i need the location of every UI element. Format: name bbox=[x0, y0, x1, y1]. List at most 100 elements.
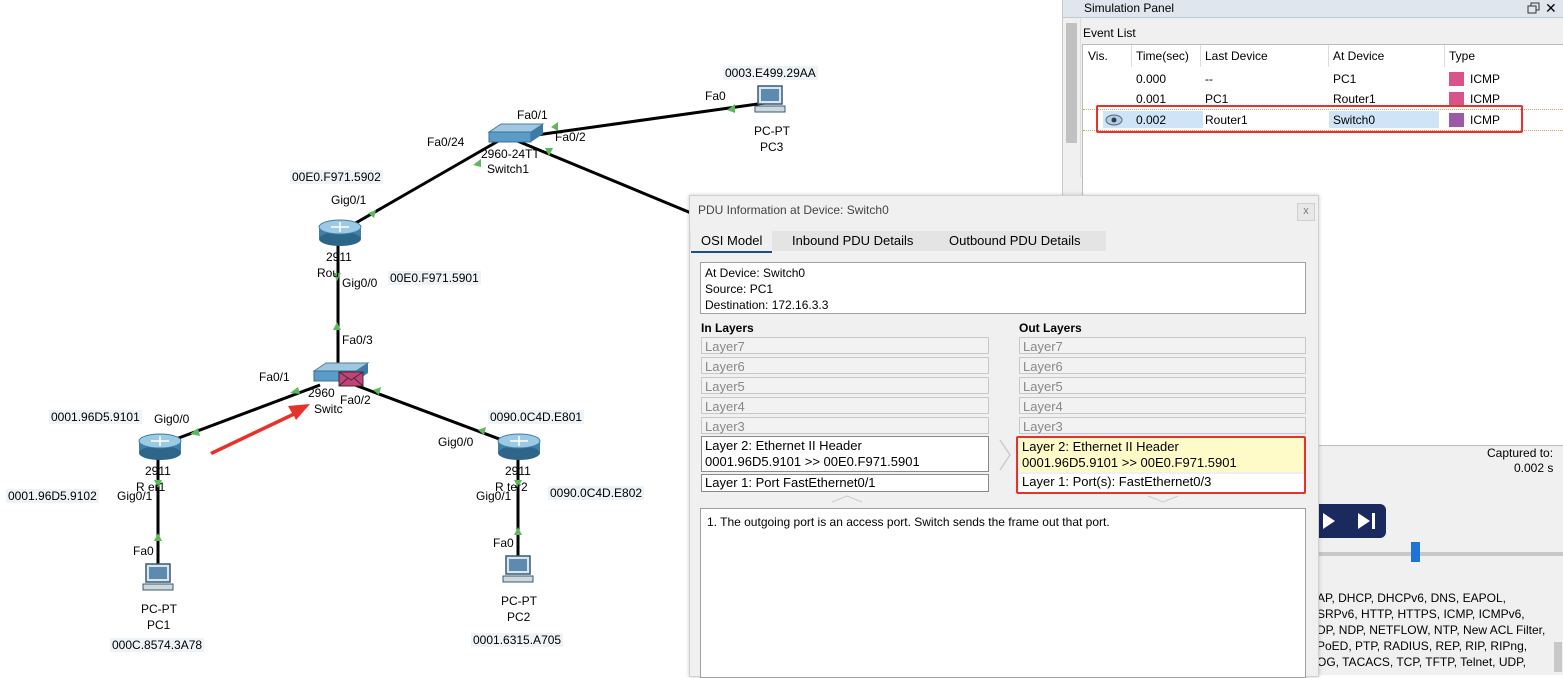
pc3-name: PC3 bbox=[760, 140, 784, 154]
pc2-port: Fa0 bbox=[493, 536, 514, 550]
event-list-label: Event List bbox=[1083, 26, 1136, 40]
captured-value: 0.002 s bbox=[1514, 461, 1554, 475]
info-at-device: At Device: Switch0 bbox=[705, 266, 806, 280]
pc3-type: PC-PT bbox=[754, 124, 790, 138]
pdu-info-dialog: PDU Information at Device: Switch0 x OSI… bbox=[689, 195, 1319, 678]
out-layer-2[interactable]: Layer 2: Ethernet II Header 0001.96D5.91… bbox=[1019, 438, 1304, 472]
router0-icon[interactable] bbox=[317, 218, 363, 248]
router1-port-gig0-0: Gig0/0 bbox=[154, 412, 190, 426]
step-forward-icon bbox=[1358, 513, 1375, 529]
event-row[interactable]: 0.000 -- PC1 ICMP bbox=[1136, 72, 1500, 86]
collapse-arrow-icon bbox=[1147, 495, 1179, 503]
router2-name: R ter2 bbox=[495, 480, 528, 494]
out-layer-5[interactable]: Layer5 bbox=[1019, 377, 1306, 394]
topology-canvas[interactable]: Fa0/1 Fa0/2 Fa0/24 2960-24TT Switch1 000… bbox=[0, 0, 1060, 675]
router1-port-gig0-1: Gig0/1 bbox=[117, 489, 153, 503]
router0-mac-gig0-0: 00E0.F971.5901 bbox=[388, 271, 481, 285]
switch0-port-fa0-1: Fa0/1 bbox=[259, 370, 290, 384]
col-type: Type bbox=[1449, 49, 1476, 63]
out-layer-1[interactable]: Layer 1: Port(s): FastEthernet0/3 bbox=[1019, 474, 1304, 492]
router1-mac-gig0-1: 0001.96D5.9102 bbox=[6, 489, 99, 503]
tab-inbound-pdu[interactable]: Inbound PDU Details bbox=[792, 233, 914, 248]
pc3-icon[interactable] bbox=[752, 85, 788, 115]
envelope-icon[interactable] bbox=[338, 371, 364, 387]
description-text: 1. The outgoing port is an access port. … bbox=[707, 515, 1110, 529]
canvas-scrollbar[interactable] bbox=[1063, 17, 1081, 177]
pc3-mac: 0003.E499.29AA bbox=[723, 66, 818, 80]
router0-name: Rou bbox=[317, 266, 340, 280]
switch1-port-fa0-1: Fa0/1 bbox=[517, 108, 548, 122]
tab-outbound-pdu[interactable]: Outbound PDU Details bbox=[949, 233, 1081, 248]
out-layer-6[interactable]: Layer6 bbox=[1019, 357, 1306, 374]
speed-slider-track[interactable] bbox=[1317, 552, 1563, 556]
pc2-icon[interactable] bbox=[500, 555, 536, 585]
router2-mac-gig0-0: 0090.0C4D.E801 bbox=[488, 410, 585, 424]
out-layer-7[interactable]: Layer7 bbox=[1019, 337, 1306, 354]
protocol-filter-list: AP, DHCP, DHCPv6, DNS, EAPOL, SRPv6, HTT… bbox=[1317, 591, 1546, 669]
in-layer-1[interactable]: Layer 1: Port FastEthernet0/1 bbox=[701, 474, 989, 492]
layer-arrow-icon bbox=[999, 439, 1011, 471]
pc3-port: Fa0 bbox=[705, 89, 726, 103]
speed-slider-handle[interactable] bbox=[1411, 542, 1420, 562]
event-type-color bbox=[1449, 92, 1464, 106]
out-layers-label: Out Layers bbox=[1019, 321, 1082, 335]
pc1-type: PC-PT bbox=[141, 602, 177, 616]
sim-panel-title: Simulation Panel bbox=[1084, 1, 1175, 15]
in-layer-2[interactable]: Layer 2: Ethernet II Header 0001.96D5.91… bbox=[701, 436, 989, 472]
router1-icon[interactable] bbox=[137, 432, 183, 462]
col-time: Time(sec) bbox=[1136, 49, 1189, 63]
out-layer-4[interactable]: Layer4 bbox=[1019, 397, 1306, 414]
event-highlight-box bbox=[1096, 105, 1523, 133]
tab-osi-model[interactable]: OSI Model bbox=[691, 231, 773, 253]
col-at-device: At Device bbox=[1333, 49, 1385, 63]
col-vis: Vis. bbox=[1088, 49, 1108, 63]
in-layer-4[interactable]: Layer4 bbox=[701, 397, 989, 414]
switch1-name: Switch1 bbox=[487, 162, 530, 176]
pdu-close-button[interactable]: x bbox=[1297, 203, 1315, 221]
pc2-type: PC-PT bbox=[501, 594, 537, 608]
switch1-port-fa0-2: Fa0/2 bbox=[555, 130, 586, 144]
pc2-name: PC2 bbox=[507, 610, 531, 624]
pc1-name: PC1 bbox=[147, 618, 171, 632]
event-type-color bbox=[1449, 113, 1464, 127]
close-icon: x bbox=[1303, 205, 1309, 217]
out-layer-3[interactable]: Layer3 bbox=[1019, 417, 1306, 434]
in-layers-label: In Layers bbox=[701, 321, 754, 335]
switch0-name: Switc bbox=[314, 402, 343, 416]
router1-model: 2911 bbox=[145, 464, 171, 478]
event-row-selected[interactable]: 0.002 Router1 Switch0 ICMP bbox=[1083, 109, 1563, 131]
switch1-port-fa0-24: Fa0/24 bbox=[427, 135, 465, 149]
router2-mac-gig0-1: 0090.0C4D.E802 bbox=[548, 486, 645, 500]
router2-port-gig0-0: Gig0/0 bbox=[438, 435, 474, 449]
protocol-scrollbar[interactable] bbox=[1554, 642, 1562, 672]
topology-links bbox=[154, 101, 766, 575]
in-layer-5[interactable]: Layer5 bbox=[701, 377, 989, 394]
event-row[interactable]: 0.001 PC1 Router1 ICMP bbox=[1136, 92, 1500, 106]
scrollbar-thumb[interactable] bbox=[1066, 23, 1077, 143]
restore-icon[interactable] bbox=[1527, 2, 1541, 15]
switch0-port-fa0-2: Fa0/2 bbox=[340, 393, 371, 407]
in-layer-7[interactable]: Layer7 bbox=[701, 337, 989, 354]
router1-name: R er1 bbox=[136, 480, 166, 494]
capture-forward-button[interactable] bbox=[1346, 504, 1386, 538]
info-destination: Destination: 172.16.3.3 bbox=[705, 298, 829, 312]
switch1-icon[interactable] bbox=[485, 123, 545, 145]
router0-port-gig0-0: Gig0/0 bbox=[342, 276, 378, 290]
eye-icon[interactable] bbox=[1105, 114, 1123, 126]
switch0-model: 2960 bbox=[308, 386, 335, 400]
in-layer-3[interactable]: Layer3 bbox=[701, 417, 989, 434]
router2-model: 2911 bbox=[505, 464, 531, 478]
pdu-description-box: 1. The outgoing port is an access port. … bbox=[700, 508, 1306, 678]
close-icon[interactable]: ✕ bbox=[1545, 0, 1557, 16]
switch1-model: 2960-24TT bbox=[481, 147, 540, 161]
in-layer-6[interactable]: Layer6 bbox=[701, 357, 989, 374]
pc1-port: Fa0 bbox=[133, 544, 154, 558]
collapse-arrow-icon bbox=[831, 495, 863, 503]
router0-mac-gig0-1: 00E0.F971.5902 bbox=[290, 170, 383, 184]
router2-icon[interactable] bbox=[496, 432, 542, 462]
out-layers-highlight-box bbox=[1016, 436, 1306, 494]
router1-mac-gig0-0: 0001.96D5.9101 bbox=[49, 410, 142, 424]
pc1-icon[interactable] bbox=[140, 563, 176, 593]
col-last-device: Last Device bbox=[1205, 49, 1268, 63]
router0-port-gig0-1: Gig0/1 bbox=[331, 193, 367, 207]
